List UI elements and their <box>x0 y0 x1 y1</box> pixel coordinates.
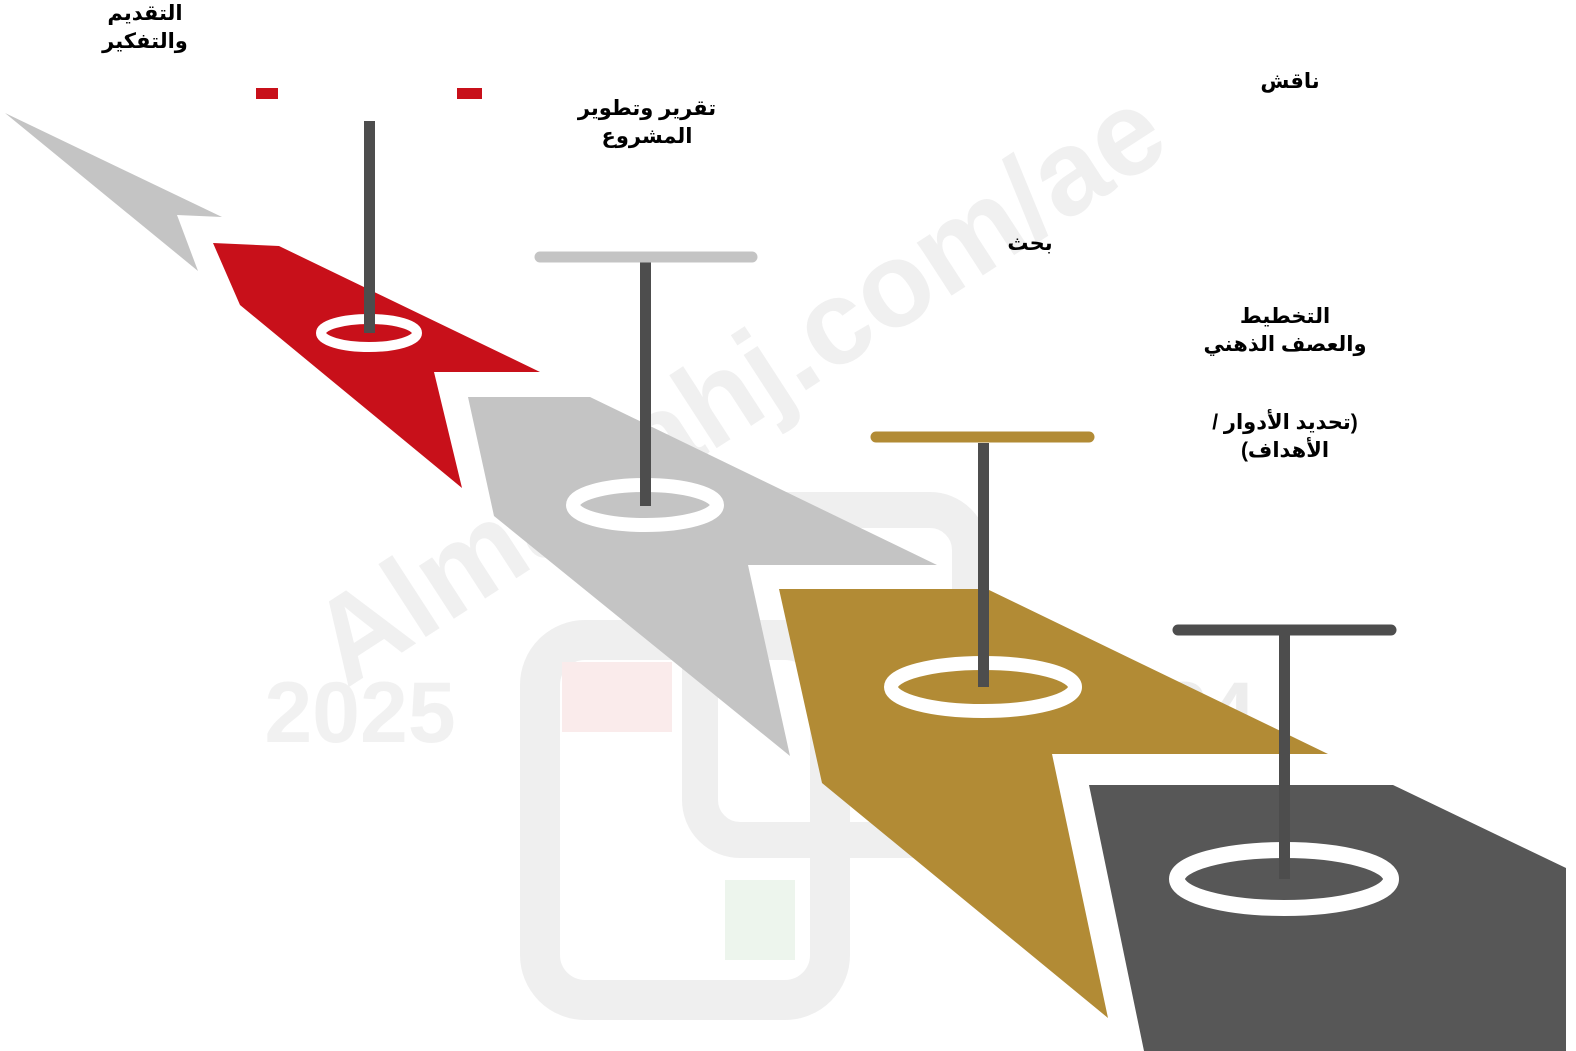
label-roles-line2: الأهداف) <box>1240 439 1330 462</box>
red-step-pole <box>364 121 375 333</box>
label-discuss-text: ناقش <box>1260 70 1320 93</box>
step-label-gray-line2: المشروع <box>601 125 693 148</box>
dark-step-pole <box>1279 631 1290 879</box>
watermark-year-left: 2025 <box>264 665 455 761</box>
step-label-gold: بحث <box>990 230 1070 258</box>
label-discuss: ناقش <box>1240 68 1340 96</box>
step-label-dark-line1: التخطيط <box>1239 305 1331 328</box>
step-label-dark-line2: والعصف الذهني <box>1203 333 1367 356</box>
gray-arrow-tip <box>5 113 222 271</box>
dark-arrow-segment <box>1089 785 1566 1051</box>
gold-step-pole <box>978 443 989 687</box>
label-roles: (تحديد الأدوار / الأهداف) <box>1195 409 1375 465</box>
step-label-gray-line1: تقرير وتطوير <box>577 97 717 120</box>
watermark-flag-green <box>725 880 795 960</box>
red-flag-left <box>256 88 278 99</box>
gray-step-pole <box>640 262 651 506</box>
red-flag-right <box>457 88 482 99</box>
step-label-red-line1: التقديم <box>107 2 183 25</box>
step-label-red-line2: والتفكير <box>102 30 188 53</box>
step-label-red: التقديم والتفكير <box>70 0 220 56</box>
step-label-dark: التخطيط والعصف الذهني <box>1190 303 1380 359</box>
step-label-gold-line1: بحث <box>1007 232 1053 255</box>
watermark-flag-red <box>562 662 672 732</box>
red-arrow-segment <box>213 243 540 488</box>
step-label-gray: تقرير وتطوير المشروع <box>567 95 727 151</box>
label-roles-line1: (تحديد الأدوار / <box>1212 411 1358 434</box>
